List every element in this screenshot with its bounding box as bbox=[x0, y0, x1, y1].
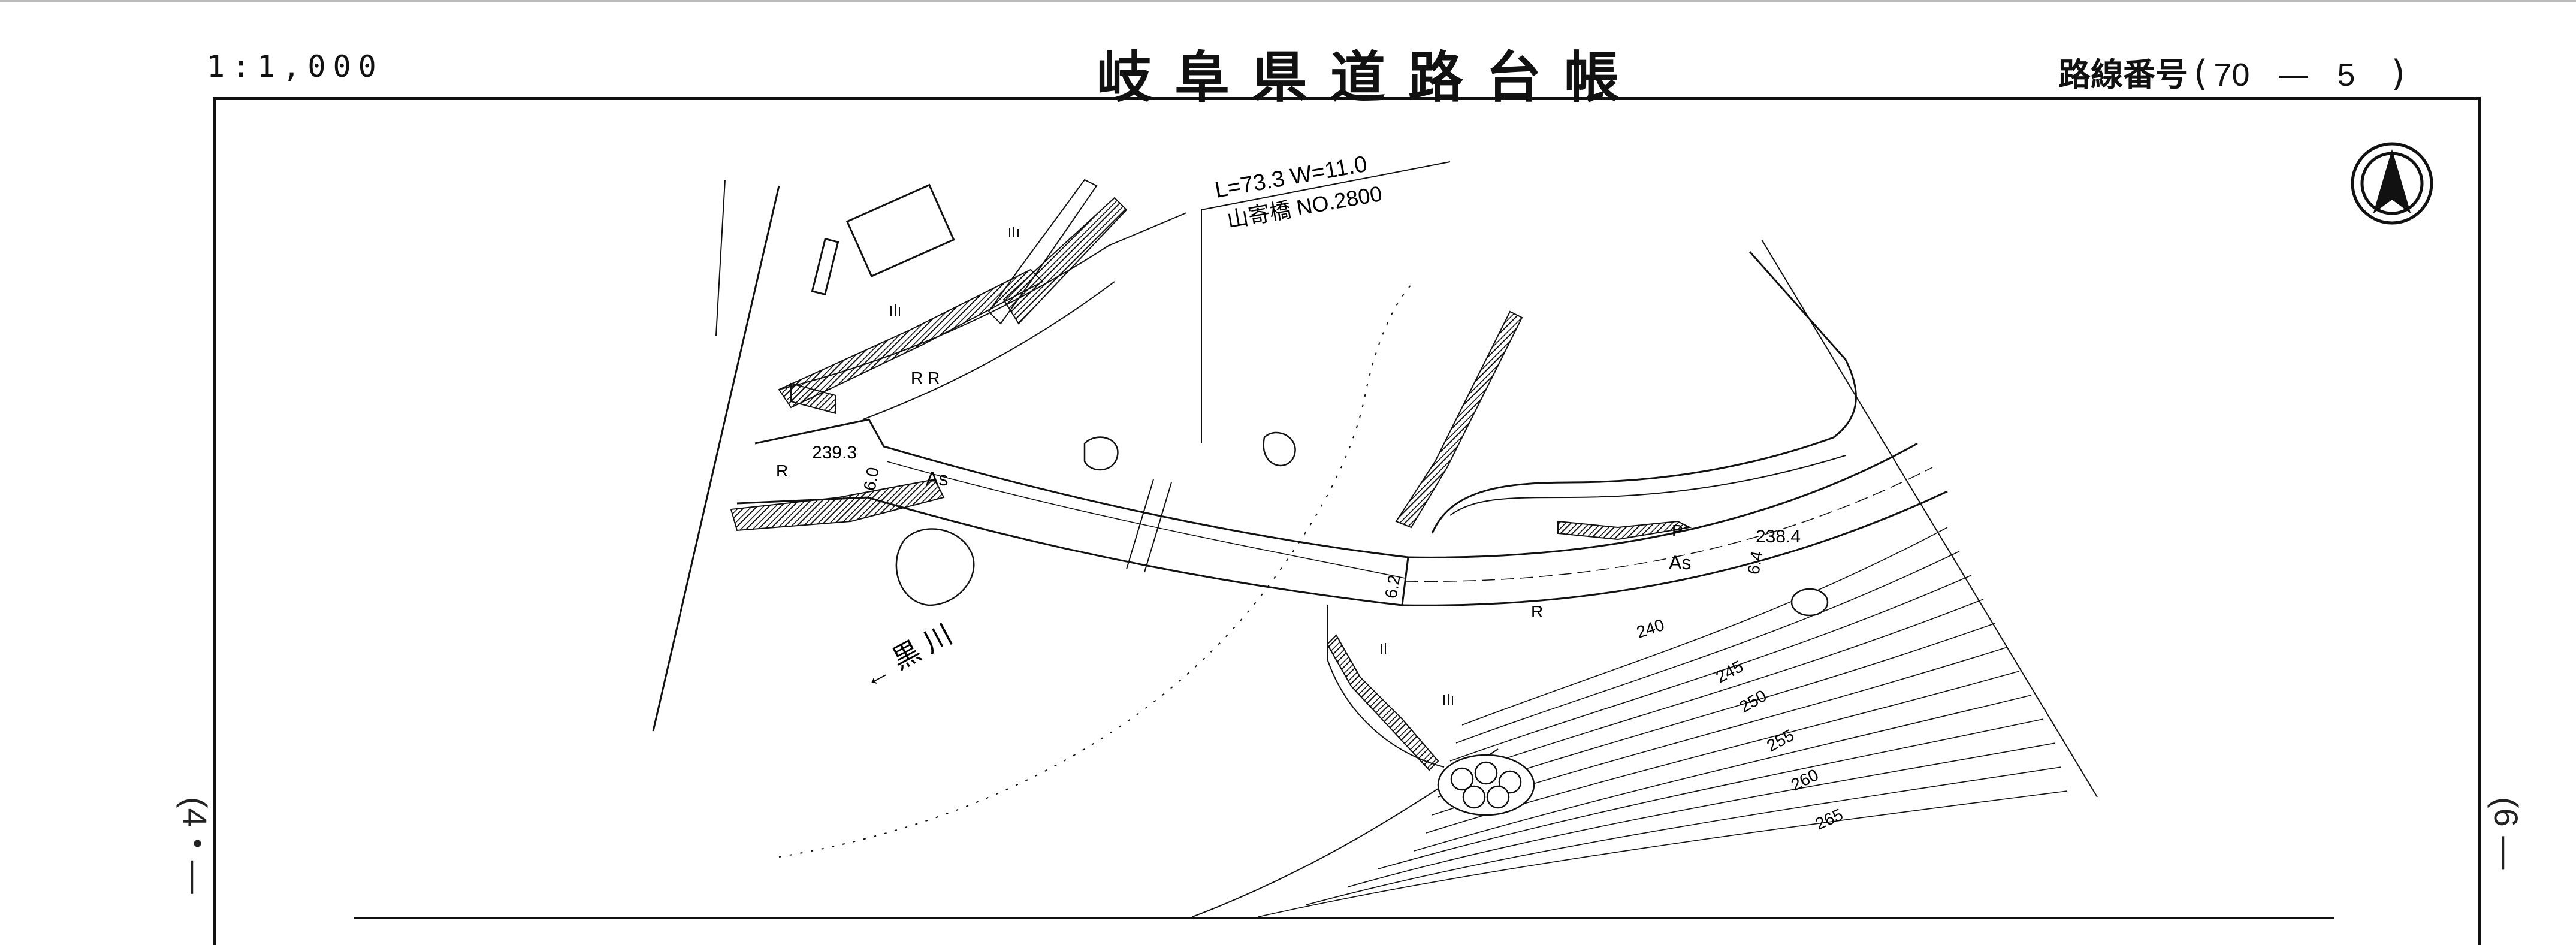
map-frame bbox=[213, 97, 2481, 945]
elevation-left: 239.3 bbox=[812, 443, 857, 463]
road-width-c: 6.4 bbox=[1744, 550, 1766, 576]
river-arrow: ← bbox=[857, 654, 896, 695]
route-open-paren: ( bbox=[2194, 53, 2208, 95]
right-north-line bbox=[1761, 239, 2098, 798]
bridge-joint bbox=[1126, 479, 1154, 570]
map-scale: 1:1,000 bbox=[207, 49, 383, 84]
embankment-left-5 bbox=[987, 179, 1098, 325]
left-road-edge-2 bbox=[862, 281, 1115, 420]
embankment-left-4 bbox=[790, 382, 836, 415]
contour-label: 265 bbox=[1813, 805, 1846, 833]
bridge-centerline bbox=[886, 461, 1406, 579]
elevation-right: 238.4 bbox=[1756, 527, 1801, 547]
mark-r-right: R bbox=[1531, 602, 1543, 621]
river-label: 黒 川 bbox=[887, 618, 957, 675]
left-road-edge bbox=[778, 212, 1187, 390]
branch-road-outer bbox=[1431, 251, 1857, 534]
road-width-b: 6.2 bbox=[1381, 573, 1403, 600]
left-road-north bbox=[754, 418, 869, 445]
top-rule bbox=[0, 0, 2576, 2]
road-width-a: 6.0 bbox=[860, 466, 882, 492]
north-arrow-icon bbox=[2351, 142, 2433, 225]
route-label: 路線番号 bbox=[2058, 56, 2188, 93]
mark-r-left: R bbox=[776, 461, 788, 480]
bridge-deck bbox=[867, 419, 1409, 606]
adjacent-sheet-right: (6 — bbox=[2487, 797, 2525, 870]
route-close-paren: ) bbox=[2391, 53, 2405, 95]
road-surface-left: As bbox=[926, 468, 948, 490]
main-road-center bbox=[1405, 467, 1933, 582]
contour-label: 245 bbox=[1713, 657, 1746, 686]
route-number: 70 bbox=[2213, 57, 2250, 93]
bridge-leader bbox=[1201, 161, 1451, 443]
route-sheet: 5 bbox=[2337, 57, 2355, 93]
right-road-line bbox=[1327, 605, 1445, 768]
building-small bbox=[811, 237, 839, 296]
river-bank-left-2 bbox=[715, 179, 726, 336]
tree-cluster bbox=[1437, 588, 1829, 816]
right-embankment-3 bbox=[1326, 634, 1439, 771]
route-number-block: 路線番号 ( 70 — 5 ) bbox=[2058, 48, 2411, 95]
river-bank-left bbox=[652, 185, 780, 732]
contour-label: 240 bbox=[1634, 615, 1666, 642]
mark-rr: R R bbox=[911, 369, 940, 387]
left-road-south bbox=[736, 496, 869, 505]
route-dash: — bbox=[2277, 56, 2310, 93]
embankment-left-2 bbox=[1002, 197, 1128, 325]
island-blobs bbox=[895, 431, 1296, 606]
branch-road-inner bbox=[1449, 455, 1846, 516]
building bbox=[845, 183, 955, 277]
road-surface-right: As bbox=[1669, 552, 1691, 573]
grass-symbols bbox=[890, 227, 1453, 705]
right-embankment bbox=[1395, 310, 1523, 529]
contour-label: 255 bbox=[1763, 726, 1797, 755]
bridge-joint-2 bbox=[1144, 482, 1172, 573]
contour-lines bbox=[1258, 527, 2068, 917]
contour-label: 250 bbox=[1737, 686, 1770, 716]
mark-p: P bbox=[1672, 521, 1683, 540]
main-road-south-edge bbox=[1402, 490, 1948, 606]
adjacent-sheet-left: (4・— bbox=[176, 797, 214, 894]
main-road-north-edge bbox=[1408, 442, 1918, 558]
right-embankment-2 bbox=[1557, 520, 1692, 541]
embankment-left-3 bbox=[730, 478, 945, 532]
